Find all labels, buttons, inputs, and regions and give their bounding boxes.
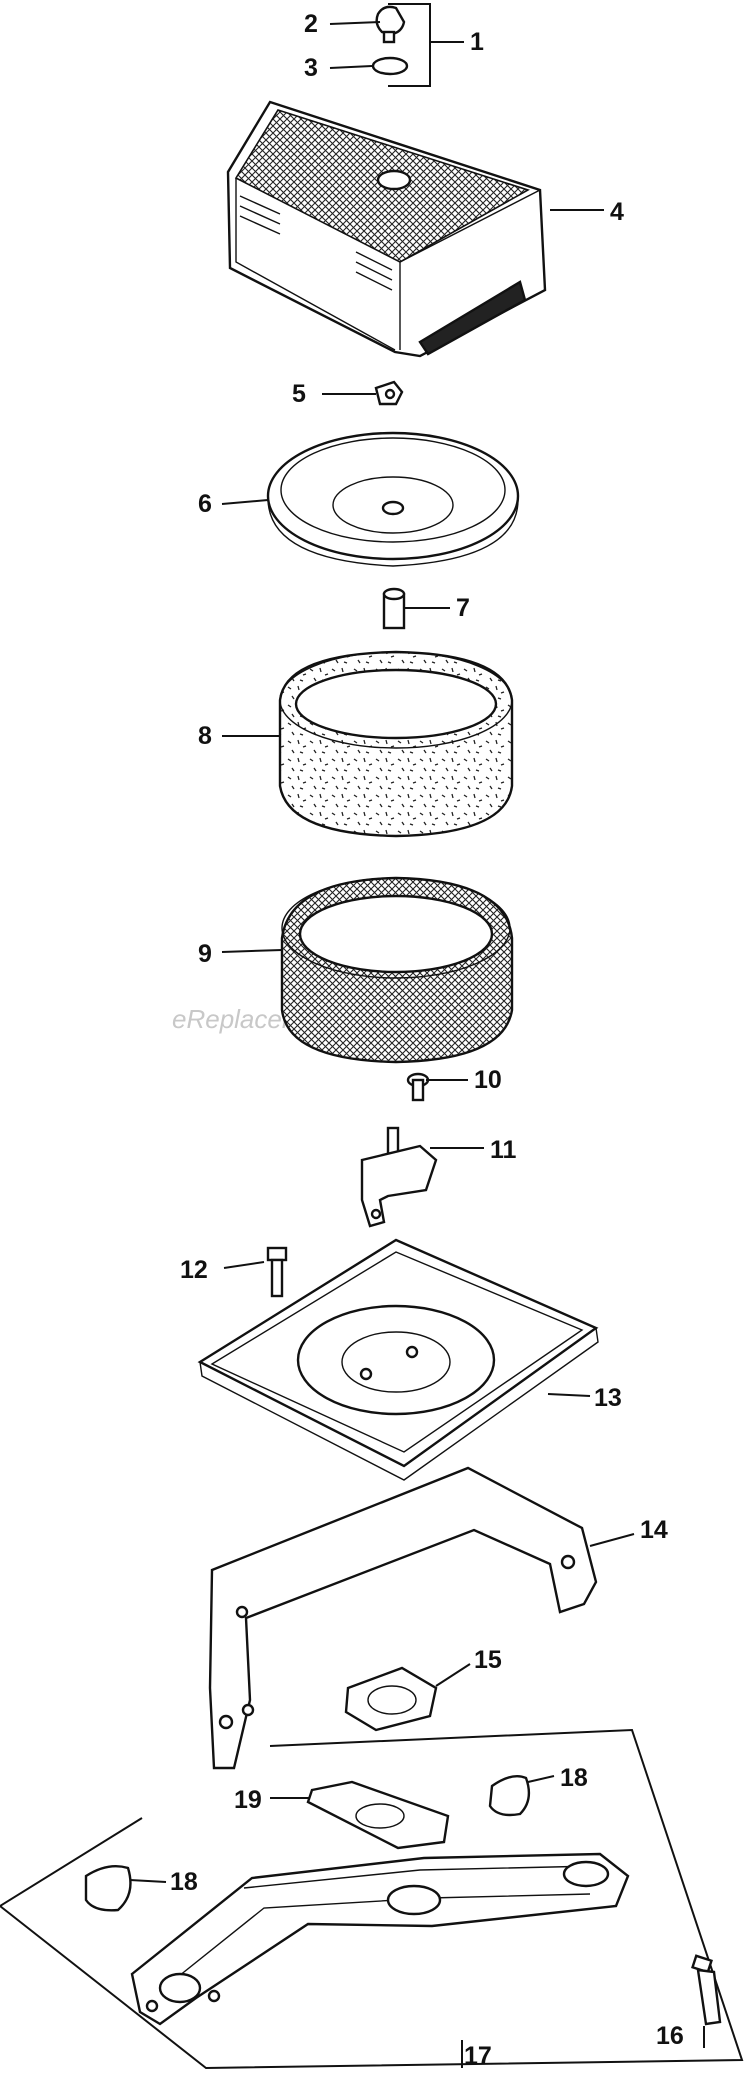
part-knob-2 — [375, 5, 406, 44]
part-dome-6 — [266, 431, 520, 567]
callout-17: 17 — [464, 2042, 492, 2070]
callout-6: 6 — [198, 490, 212, 518]
part-manifold-17 — [130, 1852, 630, 2026]
leader-lines — [129, 21, 705, 2068]
part-washer-3 — [371, 56, 409, 76]
callout-15: 15 — [474, 1646, 502, 1674]
callout-14: 14 — [640, 1516, 668, 1544]
part-bracket-14 — [208, 1466, 598, 1770]
callout-12: 12 — [180, 1256, 208, 1284]
assembly-outline-17 — [0, 1728, 744, 2070]
callout-3: 3 — [304, 54, 318, 82]
callout-5: 5 — [292, 380, 306, 408]
part-screw-10 — [406, 1072, 430, 1102]
part-spacer-7 — [382, 587, 406, 630]
part-gasket-19 — [306, 1780, 450, 1850]
callout-18-left: 18 — [170, 1868, 198, 1896]
callout-10: 10 — [474, 1066, 502, 1094]
bracket-1 — [388, 3, 464, 87]
part-nut-5 — [374, 380, 404, 406]
callout-18-right: 18 — [560, 1764, 588, 1792]
part-precleaner-8 — [278, 650, 514, 838]
part-baseplate-13 — [197, 1238, 599, 1481]
part-seal-18b — [84, 1865, 132, 1912]
part-gasket-15 — [344, 1666, 438, 1732]
part-bolt-12 — [266, 1246, 288, 1298]
callout-4: 4 — [610, 198, 624, 226]
callout-16: 16 — [656, 2022, 684, 2050]
callout-7: 7 — [456, 594, 470, 622]
callout-11: 11 — [490, 1136, 517, 1164]
part-bolt-16 — [691, 1954, 722, 2026]
callout-19: 19 — [234, 1786, 262, 1814]
callout-2: 2 — [304, 10, 318, 38]
part-element-9 — [280, 876, 514, 1064]
callout-9: 9 — [198, 940, 212, 968]
callout-13: 13 — [594, 1384, 622, 1412]
callout-8: 8 — [198, 722, 212, 750]
part-cover-4 — [226, 100, 547, 358]
part-stud-11 — [360, 1126, 438, 1228]
part-seal-18a — [488, 1775, 531, 1817]
callout-1: 1 — [470, 28, 484, 56]
callout-labels: 1 2 3 4 5 6 7 8 9 10 11 12 13 14 15 16 1… — [170, 10, 684, 2070]
